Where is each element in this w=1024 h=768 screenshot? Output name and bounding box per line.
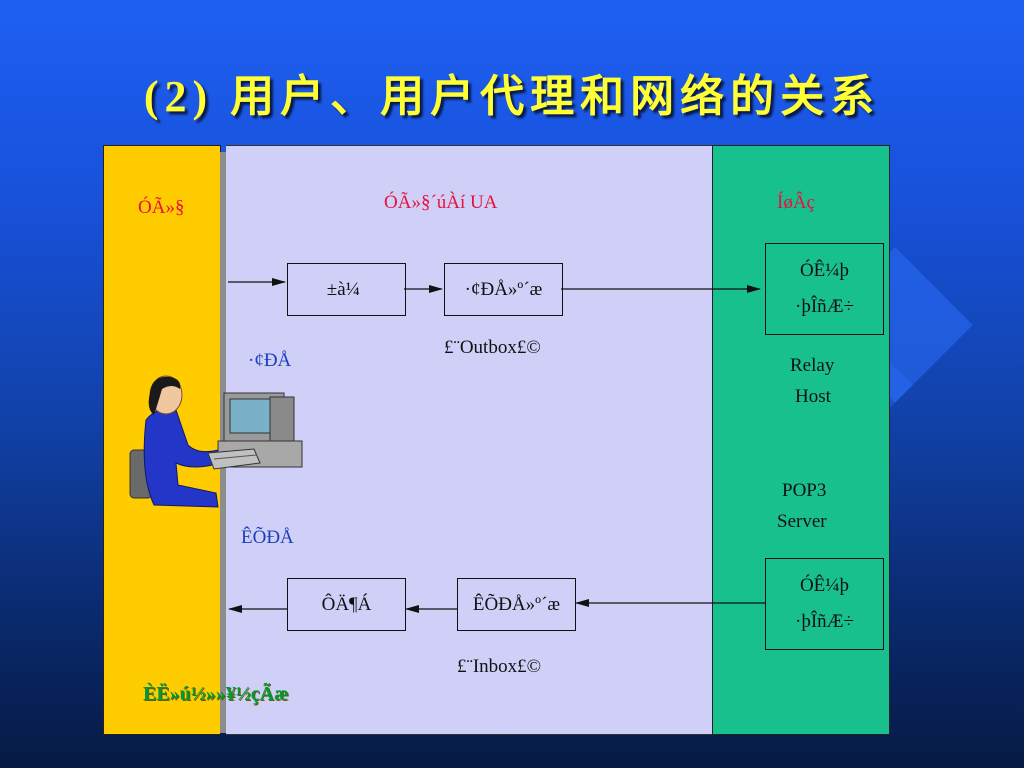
send-mail-label: ·¢ÐÅ [248, 350, 292, 371]
user-agent-panel [226, 145, 712, 735]
inbox-box-label: ÊÕÐÅ»º´æ [472, 593, 561, 615]
user-panel-label: ÓÃ»§ [138, 197, 185, 218]
person-at-computer-illustration [129, 375, 303, 508]
mail-server-top-line2: ·þÎñÆ÷ [795, 296, 854, 317]
edit-box-label: ±à¼­ [326, 278, 360, 300]
server-label: Server [777, 511, 827, 532]
read-box-label: ÔÄ¶Á [321, 593, 372, 615]
mail-server-bottom-line1: ÓÊ¼þ [799, 575, 850, 596]
mail-server-bottom-line2: ·þÎñÆ÷ [795, 611, 854, 632]
mail-server-top-line1: ÓÊ¼þ [799, 260, 850, 281]
inbox-caption: £¨Inbox£© [457, 656, 542, 677]
pop3-label: POP3 [782, 480, 827, 501]
hci-label: ÈË»ú½»»¥½çÃæ [143, 683, 289, 705]
receive-mail-label: ÊÕÐÅ [241, 527, 294, 548]
network-panel-label: ÍøÂç [777, 192, 815, 213]
outbox-box-label: ·¢ÐÅ»º´æ [464, 278, 543, 300]
ua-panel-label: ÓÃ»§´úÀí UA [384, 192, 498, 213]
outbox-caption: £¨Outbox£© [444, 337, 541, 358]
relay-label: Relay [790, 355, 835, 376]
slide-title: (2) 用户、用户代理和网络的关系 [143, 72, 881, 121]
host-label: Host [795, 386, 831, 407]
mail-server-bottom-box: ÓÊ¼þ ·þÎñÆ÷ [765, 558, 884, 650]
read-box: ÔÄ¶Á [287, 578, 406, 631]
mail-server-top-box: ÓÊ¼þ ·þÎñÆ÷ [765, 243, 884, 335]
